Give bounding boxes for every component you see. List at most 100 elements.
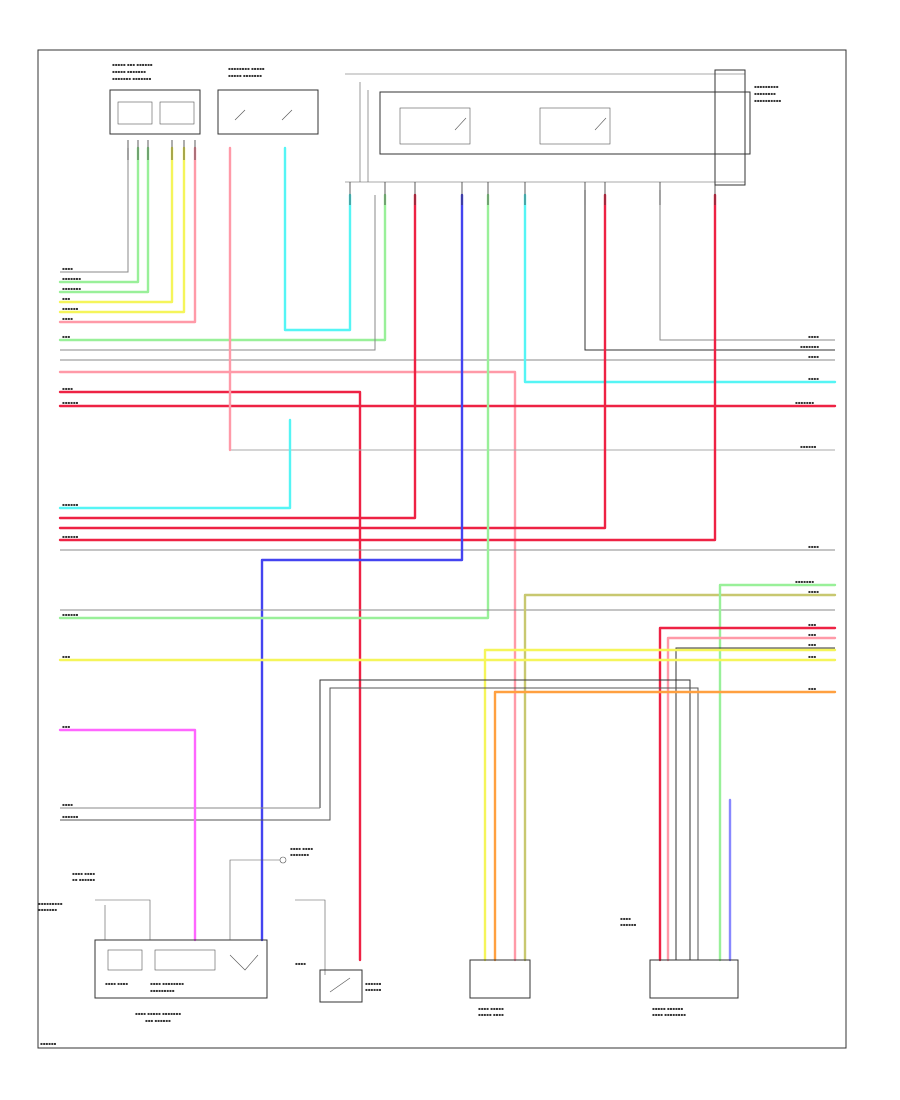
svg-text:▪▪▪▪▪▪: ▪▪▪▪▪▪ xyxy=(365,981,382,986)
wire-gray-5 xyxy=(659,190,835,341)
wire-harness-top-left xyxy=(58,146,197,324)
wire-harness-upper-vertical xyxy=(58,146,835,551)
wire-yellow-4 xyxy=(483,648,837,962)
right-edge-labels: ▪▪▪▪ ▪▪▪▪▪▪▪ ▪▪▪▪ ▪▪▪▪ ▪▪▪▪▪▪▪ ▪▪▪▪▪▪ ▪▪… xyxy=(795,334,819,691)
wire-blue-1 xyxy=(260,193,464,942)
svg-text:▪▪▪▪▪▪▪▪: ▪▪▪▪▪▪▪▪ xyxy=(754,91,776,96)
svg-text:▪▪▪▪▪▪▪▪▪▪: ▪▪▪▪▪▪▪▪▪▪ xyxy=(754,98,781,103)
svg-text:▪▪▪▪: ▪▪▪▪ xyxy=(62,386,73,391)
wire-gray-2 xyxy=(60,195,376,351)
svg-text:▪▪▪: ▪▪▪ xyxy=(62,724,70,729)
svg-text:▪▪▪▪▪▪: ▪▪▪▪▪▪ xyxy=(620,922,637,927)
svg-text:▪▪▪▪: ▪▪▪▪ xyxy=(62,802,73,807)
svg-text:▪▪▪▪ ▪▪▪▪: ▪▪▪▪ ▪▪▪▪ xyxy=(290,846,313,851)
wire-gray-9 xyxy=(319,679,691,960)
svg-text:▪▪▪▪▪ ▪▪▪▪: ▪▪▪▪▪ ▪▪▪▪ xyxy=(478,1012,504,1017)
wire-orange-1 xyxy=(493,690,837,962)
svg-text:▪▪▪▪: ▪▪▪▪ xyxy=(808,544,819,549)
instrument-cluster-connector: ▪▪▪▪▪▪▪▪▪ ▪▪▪▪▪▪▪ ▪▪▪▪ ▪▪▪▪ ▪▪ ▪▪▪▪▪▪ xyxy=(38,871,151,940)
wire-harness-lower xyxy=(58,193,837,962)
svg-text:▪▪▪▪ ▪▪▪▪▪ ▪▪▪▪▪▪▪: ▪▪▪▪ ▪▪▪▪▪ ▪▪▪▪▪▪▪ xyxy=(135,1011,181,1016)
relay-block: ▪▪▪▪▪▪▪▪▪ ▪▪▪▪▪▪▪▪ ▪▪▪▪▪▪▪▪▪▪ xyxy=(345,69,781,186)
svg-text:▪▪▪▪: ▪▪▪▪ xyxy=(808,376,819,381)
svg-text:▪▪▪▪: ▪▪▪▪ xyxy=(62,266,73,271)
svg-text:▪▪▪▪: ▪▪▪▪ xyxy=(808,354,819,359)
wire-cyan-1 xyxy=(523,193,837,384)
front-motor-connector: ▪▪▪▪▪ ▪▪▪▪▪▪ ▪▪▪▪ ▪▪▪▪▪▪▪▪ ▪▪▪▪ ▪▪▪▪▪▪ xyxy=(620,916,739,1017)
svg-text:▪▪▪▪▪▪▪▪▪: ▪▪▪▪▪▪▪▪▪ xyxy=(38,901,63,906)
wire-cyan-2 xyxy=(283,146,352,332)
inertia-switch: ▪▪▪▪▪▪ ▪▪▪▪▪▪ ▪▪▪▪ xyxy=(295,899,382,1003)
svg-text:▪▪▪▪▪ ▪▪▪▪▪▪▪: ▪▪▪▪▪ ▪▪▪▪▪▪▪ xyxy=(228,73,262,78)
svg-text:▪▪▪▪: ▪▪▪▪ xyxy=(808,589,819,594)
rear-motor-connector: ▪▪▪▪ ▪▪▪▪▪ ▪▪▪▪▪ ▪▪▪▪ xyxy=(469,959,531,1017)
wire-black-1 xyxy=(675,647,835,960)
wire-cyan-3 xyxy=(58,418,292,510)
svg-text:▪▪▪: ▪▪▪ xyxy=(808,622,816,627)
wire-red-6 xyxy=(658,626,837,962)
relay-icon xyxy=(594,117,607,131)
svg-text:▪▪▪▪▪▪▪▪▪: ▪▪▪▪▪▪▪▪▪ xyxy=(150,988,175,993)
switch-block-1: ▪▪▪▪▪ ▪▪▪ ▪▪▪▪▪▪ ▪▪▪▪▪ ▪▪▪▪▪▪▪ ▪▪▪▪▪▪▪ ▪… xyxy=(109,62,201,135)
svg-text:▪▪▪▪▪▪: ▪▪▪▪▪▪ xyxy=(62,814,79,819)
svg-text:▪▪▪▪▪▪: ▪▪▪▪▪▪ xyxy=(365,987,382,992)
wire-olive-1 xyxy=(523,593,837,962)
svg-text:▪▪▪ ▪▪▪▪▪▪: ▪▪▪ ▪▪▪▪▪▪ xyxy=(145,1018,171,1023)
ground-icon xyxy=(279,856,287,864)
wire-gray-1 xyxy=(60,148,129,273)
svg-text:▪▪▪▪▪▪▪: ▪▪▪▪▪▪▪ xyxy=(62,286,81,291)
svg-text:▪▪▪▪: ▪▪▪▪ xyxy=(620,916,631,921)
svg-text:▪▪▪▪▪▪▪: ▪▪▪▪▪▪▪ xyxy=(795,579,814,584)
svg-text:▪▪▪▪: ▪▪▪▪ xyxy=(808,334,819,339)
svg-text:▪▪▪▪ ▪▪▪▪▪▪▪▪: ▪▪▪▪ ▪▪▪▪▪▪▪▪ xyxy=(150,981,184,986)
wire-green-3 xyxy=(58,193,387,342)
wire-green-2 xyxy=(58,146,150,294)
svg-text:▪▪▪▪▪▪: ▪▪▪▪▪▪ xyxy=(62,612,79,617)
svg-text:▪▪▪▪ ▪▪▪▪▪: ▪▪▪▪ ▪▪▪▪▪ xyxy=(478,1006,504,1011)
wire-red-5 xyxy=(58,193,717,542)
svg-text:▪▪▪▪▪▪▪: ▪▪▪▪▪▪▪ xyxy=(800,344,819,349)
ground-point: ▪▪▪▪ ▪▪▪▪ ▪▪▪▪▪▪▪ xyxy=(229,846,313,940)
wire-green-5 xyxy=(718,583,837,962)
fuel-pump-module: ▪▪▪▪ ▪▪▪▪ ▪▪▪▪ ▪▪▪▪▪▪▪▪ ▪▪▪▪▪▪▪▪▪ ▪▪▪▪ ▪… xyxy=(94,939,268,1023)
wire-yellow-2 xyxy=(58,146,186,314)
svg-text:▪▪▪▪▪▪: ▪▪▪▪▪▪ xyxy=(62,400,79,405)
svg-text:▪▪▪▪ ▪▪▪▪: ▪▪▪▪ ▪▪▪▪ xyxy=(72,871,95,876)
figure-code: ▪▪▪▪▪▪ xyxy=(40,1041,57,1046)
svg-text:▪▪▪▪: ▪▪▪▪ xyxy=(62,316,73,321)
wire-pink-2 xyxy=(58,370,517,962)
svg-text:▪▪▪▪▪▪▪: ▪▪▪▪▪▪▪ xyxy=(795,400,814,405)
svg-text:▪▪▪: ▪▪▪ xyxy=(808,654,816,659)
svg-text:▪▪▪▪▪▪▪▪ ▪▪▪▪▪: ▪▪▪▪▪▪▪▪ ▪▪▪▪▪ xyxy=(228,66,265,71)
svg-text:▪▪▪▪▪▪: ▪▪▪▪▪▪ xyxy=(62,502,79,507)
diagram-border xyxy=(37,49,847,1049)
svg-text:▪▪▪▪▪ ▪▪▪▪▪▪▪: ▪▪▪▪▪ ▪▪▪▪▪▪▪ xyxy=(112,69,146,74)
svg-text:▪▪▪▪▪▪▪: ▪▪▪▪▪▪▪ xyxy=(290,852,309,857)
svg-text:▪▪▪▪▪▪▪: ▪▪▪▪▪▪▪ xyxy=(62,276,81,281)
left-edge-labels: ▪▪▪▪ ▪▪▪▪▪▪▪ ▪▪▪▪▪▪▪ ▪▪▪ ▪▪▪▪▪▪ ▪▪▪▪ ▪▪▪… xyxy=(62,266,81,819)
svg-text:▪▪▪▪▪ ▪▪▪ ▪▪▪▪▪▪: ▪▪▪▪▪ ▪▪▪ ▪▪▪▪▪▪ xyxy=(112,62,153,67)
svg-text:▪▪▪: ▪▪▪ xyxy=(808,642,816,647)
wire-red-3 xyxy=(58,193,417,520)
svg-text:▪▪▪: ▪▪▪ xyxy=(808,632,816,637)
relay-icon xyxy=(454,117,467,131)
wire-gray-4 xyxy=(584,190,835,351)
svg-text:▪▪▪▪ ▪▪▪▪▪▪▪▪: ▪▪▪▪ ▪▪▪▪▪▪▪▪ xyxy=(652,1012,686,1017)
svg-text:▪▪▪: ▪▪▪ xyxy=(808,686,816,691)
svg-text:▪▪▪: ▪▪▪ xyxy=(62,654,70,659)
wire-pink-4 xyxy=(666,636,837,962)
svg-text:▪▪▪▪▪▪: ▪▪▪▪▪▪ xyxy=(800,444,817,449)
svg-text:▪▪▪: ▪▪▪ xyxy=(62,334,70,339)
svg-text:▪▪ ▪▪▪▪▪▪: ▪▪ ▪▪▪▪▪▪ xyxy=(72,877,95,882)
svg-text:▪▪▪: ▪▪▪ xyxy=(62,296,70,301)
svg-text:▪▪▪▪▪▪▪ ▪▪▪▪▪▪▪: ▪▪▪▪▪▪▪ ▪▪▪▪▪▪▪ xyxy=(112,76,152,81)
switch-block-2: ▪▪▪▪▪▪▪▪ ▪▪▪▪▪ ▪▪▪▪▪ ▪▪▪▪▪▪▪ xyxy=(217,66,319,135)
wire-pink-1 xyxy=(58,146,197,324)
wire-yellow-1 xyxy=(58,146,174,304)
wire-magenta-1 xyxy=(58,728,197,942)
wire-green-4 xyxy=(58,193,490,620)
svg-text:▪▪▪▪▪▪▪▪▪: ▪▪▪▪▪▪▪▪▪ xyxy=(754,84,779,89)
wire-green-1 xyxy=(58,146,140,284)
